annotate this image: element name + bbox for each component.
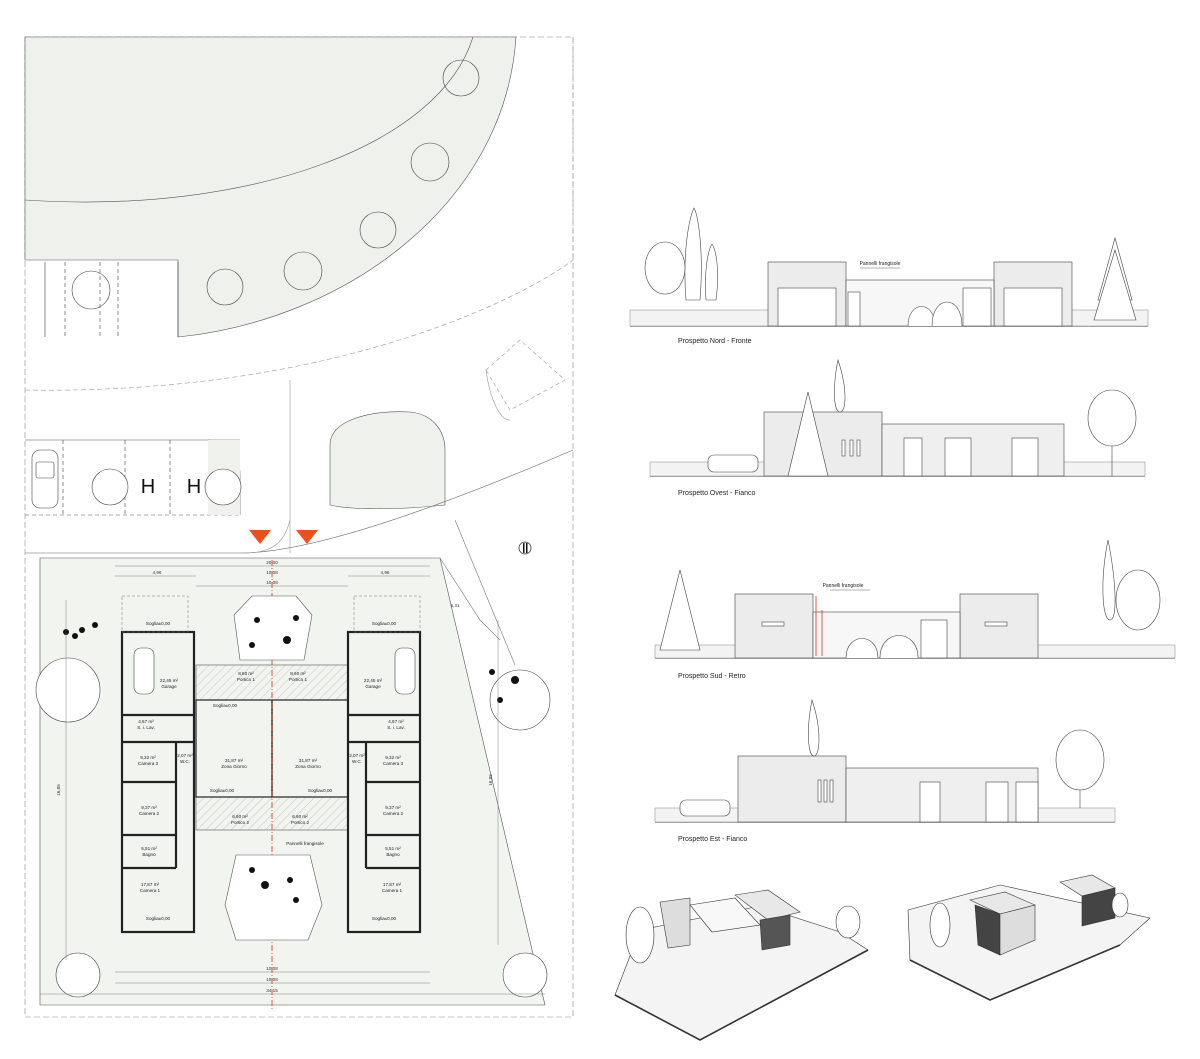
room-area: 9,32 m²: [385, 755, 401, 760]
room-area: 2,07 m²: [177, 753, 193, 758]
sill-label: Soglia±0,00: [308, 788, 333, 793]
sill-label: Soglia±0,00: [210, 788, 235, 793]
room-name: Camera 1: [382, 888, 403, 893]
room-name: S. i. Lav.: [137, 725, 155, 730]
room-area: 31,87 m²: [299, 758, 318, 763]
room-name: S. i. Lav.: [387, 725, 405, 730]
room-area: 5,51 m²: [141, 846, 157, 851]
room-area: 4,57 m²: [138, 719, 154, 724]
room-name: Zona Giorno: [221, 764, 247, 769]
room-name: Bagno: [142, 852, 156, 857]
room-name: Camera 3: [138, 761, 159, 766]
room-name: Camera 3: [383, 761, 404, 766]
room-area: 17,87 m²: [383, 882, 402, 887]
elevation-callout: Pannelli frangisole: [860, 261, 901, 267]
room-name: Camera 1: [140, 888, 161, 893]
parking-symbol: H: [187, 476, 201, 498]
dimension-side-left: 16,85: [56, 784, 61, 796]
lot-boundary: [39, 557, 546, 1006]
room-area: 9,37 m²: [141, 805, 157, 810]
room-name: Bagno: [386, 852, 400, 857]
room-name: Garage: [365, 684, 381, 689]
room-area: 22,45 m²: [160, 678, 179, 683]
north-arrow-icon: [518, 541, 532, 555]
room-name: Garage: [161, 684, 177, 689]
elevation-caption: Prospetto Ovest - Fianco: [678, 490, 756, 497]
room-labels-right: Soglia±0,00 22,45 m² Garage 4,57 m² S. i…: [286, 621, 405, 921]
traffic-island: [329, 411, 446, 510]
entrance-arrow: [296, 530, 318, 544]
room-name: W.C.: [352, 759, 362, 764]
room-name: Portico 1: [237, 677, 256, 682]
green-strip: [24, 36, 517, 338]
elevation-nord: [629, 207, 1149, 327]
room-area: 8,60 m²: [238, 671, 254, 676]
axonometric-view-left: [614, 889, 869, 1041]
room-area: 6,60 m²: [292, 814, 308, 819]
sill-label: Soglia±0,00: [372, 916, 397, 921]
elevation-callout: Pannelli frangisole: [823, 583, 864, 589]
room-area: 22,45 m²: [364, 678, 383, 683]
room-name: Portico 1: [289, 677, 308, 682]
elevation-ovest: [649, 358, 1146, 477]
room-area: 9,32 m²: [140, 755, 156, 760]
room-name: Camera 2: [139, 811, 160, 816]
room-area: 5,51 m²: [385, 846, 401, 851]
dimension-side-right: 16,85: [488, 774, 493, 786]
elevation-caption: Prospetto Est - Fianco: [678, 836, 747, 843]
dimension-unit-left: 4,96: [153, 570, 162, 575]
room-name: Portico 2: [231, 820, 250, 825]
room-area: 2,07 m²: [349, 753, 365, 758]
axonometric-view-right: [907, 874, 1151, 1001]
panel-label: Pannelli frangisole: [286, 841, 324, 846]
entrance-arrow: [249, 530, 271, 544]
site-plan: [24, 36, 574, 1018]
floor-plan: [120, 560, 422, 1010]
sill-label: Soglia±0,00: [372, 621, 397, 626]
room-name: Zona Giorno: [295, 764, 321, 769]
sill-label: Soglia±0,00: [146, 916, 171, 921]
elevation-est: [654, 698, 1116, 823]
room-name: Portico 2: [291, 820, 310, 825]
sill-label: Soglia±0,00: [213, 703, 238, 708]
room-area: 8,60 m²: [290, 671, 306, 676]
room-area: 17,87 m²: [141, 882, 160, 887]
elevation-caption: Prospetto Nord - Fronte: [678, 338, 752, 345]
dimension-unit-right: 4,96: [381, 570, 390, 575]
room-name: W.C.: [180, 759, 190, 764]
room-area: 9,37 m²: [385, 805, 401, 810]
sill-label: Soglia±0,00: [146, 621, 171, 626]
room-labels: Soglia±0,00 22,45 m² Garage 4,57 m² S. i…: [137, 621, 255, 921]
elevation-sud: [654, 539, 1176, 659]
room-name: Camera 2: [383, 811, 404, 816]
room-area: 31,87 m²: [225, 758, 244, 763]
parking-symbol: H: [141, 476, 155, 498]
room-area: 6,60 m²: [232, 814, 248, 819]
elevation-caption: Prospetto Sud - Retro: [678, 673, 746, 680]
room-area: 4,57 m²: [388, 719, 404, 724]
top-dimensions: 20,00 4,96 4,96 10,08 10,08 5,31 16,85 1…: [56, 560, 499, 960]
dimension-setback: 5,31: [451, 603, 460, 608]
